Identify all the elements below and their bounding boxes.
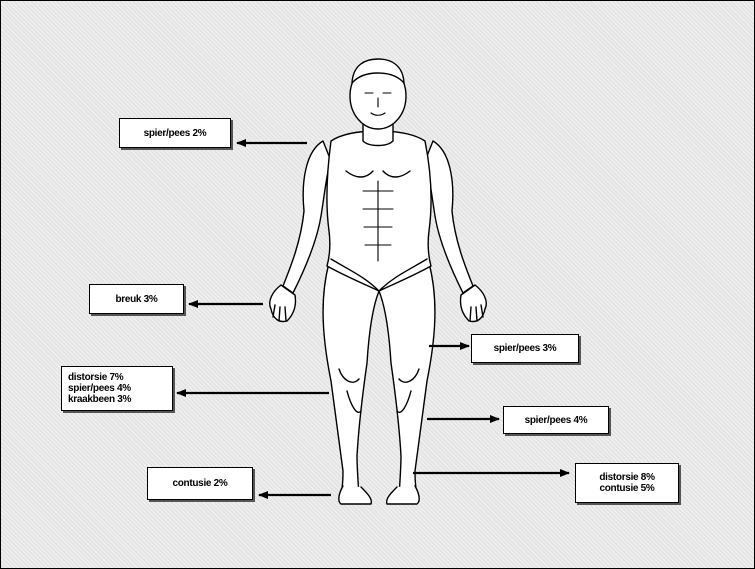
- label-shoulder: spier/pees 2%: [119, 118, 231, 148]
- label-line: kraakbeen 3%: [68, 394, 131, 405]
- label-knee: distorsie 7% spier/pees 4% kraakbeen 3%: [61, 366, 173, 411]
- label-line: breuk 3%: [115, 294, 157, 305]
- right-arm: [425, 141, 473, 293]
- label-thigh: spier/pees 3%: [471, 334, 579, 363]
- label-line: distorsie 8%: [599, 472, 654, 483]
- label-line: spier/pees 3%: [494, 343, 557, 354]
- left-foot: [339, 486, 372, 504]
- label-line: spier/pees 4%: [68, 383, 131, 394]
- label-line: contusie 2%: [172, 478, 227, 489]
- label-shin: spier/pees 4%: [503, 406, 609, 434]
- label-foot-right: distorsie 8% contusie 5%: [575, 463, 679, 503]
- right-foot: [387, 486, 420, 504]
- label-line: distorsie 7%: [68, 372, 123, 383]
- label-line: spier/pees 2%: [144, 128, 207, 139]
- human-figure: [270, 59, 487, 504]
- label-foot-left: contusie 2%: [147, 467, 253, 500]
- left-arm: [283, 141, 331, 293]
- label-line: spier/pees 4%: [525, 415, 588, 426]
- torso: [327, 131, 431, 291]
- label-hand: breuk 3%: [89, 284, 184, 314]
- label-line: contusie 5%: [599, 483, 654, 494]
